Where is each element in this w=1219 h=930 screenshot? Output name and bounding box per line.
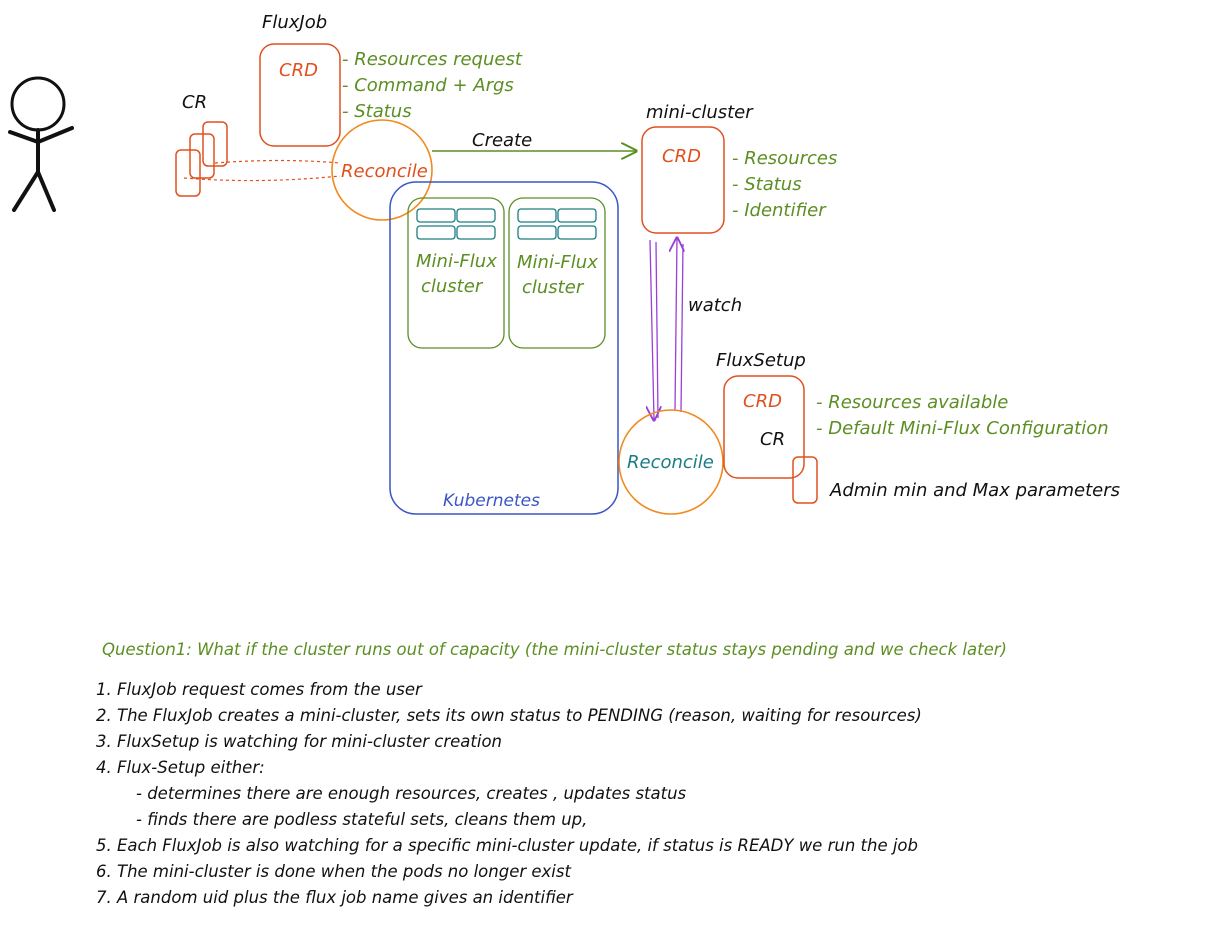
list-item: 2. The FluxJob creates a mini-cluster, s… [96, 706, 922, 725]
fluxjob-prop-status: - Status [342, 101, 412, 122]
architecture-diagram: FluxJob CRD - Resources request - Comman… [8, 12, 1120, 515]
reconcile-top-label: Reconcile [341, 161, 428, 182]
kubernetes-label: Kubernetes [443, 491, 540, 511]
list-item: 6. The mini-cluster is done when the pod… [96, 862, 571, 881]
cr-boxes [175, 121, 228, 197]
list-item: 5. Each FluxJob is also watching for a s… [96, 836, 919, 855]
mini-flux-cluster-a [407, 197, 505, 349]
fluxsetup-cr-box [792, 456, 818, 504]
fluxsetup-crd-label: CRD [743, 391, 782, 412]
list-item: 4. Flux-Setup either: [96, 758, 265, 777]
minicluster-crd-label: CRD [662, 146, 701, 167]
question-text: Question1: What if the cluster runs out … [102, 640, 1007, 659]
fluxjob-crd-box [259, 43, 341, 147]
fluxsetup-prop-config: - Default Mini-Flux Configuration [816, 418, 1109, 439]
minicluster-title: mini-cluster [646, 102, 754, 123]
fluxjob-crd-label: CRD [279, 60, 318, 81]
notes-section: Question1: What if the cluster runs out … [96, 640, 1211, 911]
cr-label: CR [182, 92, 207, 113]
minicluster-prop-resources: - Resources [732, 148, 837, 169]
fluxsetup-admin-note: Admin min and Max parameters [829, 480, 1120, 501]
watch-label: watch [688, 295, 742, 316]
list-item: 1. FluxJob request comes from the user [96, 680, 422, 699]
kubernetes-box [389, 181, 619, 515]
watch-arrows [650, 238, 683, 420]
list-item: 7. A random uid plus the flux job name g… [96, 888, 573, 907]
minicluster-crd-box [641, 126, 725, 234]
cluster-b-label-line1: Mini-Flux [517, 252, 598, 273]
cluster-a-label-line1: Mini-Flux [416, 251, 497, 272]
fluxjob-prop-resources: - Resources request [342, 49, 523, 70]
fluxjob-title: FluxJob [262, 12, 327, 33]
list-subitem: - finds there are podless stateful sets,… [136, 810, 588, 829]
cluster-b-label-line2: cluster [522, 277, 585, 298]
mini-flux-cluster-b [508, 197, 606, 349]
minicluster-prop-status: - Status [732, 174, 802, 195]
list-subitem: - determines there are enough resources,… [136, 784, 687, 803]
reconcile-top-circle [331, 119, 433, 221]
fluxsetup-crd-box [723, 375, 805, 479]
reconcile-bottom-circle [618, 409, 724, 515]
create-label: Create [472, 130, 532, 151]
reconcile-bottom-label: Reconcile [627, 452, 714, 473]
minicluster-prop-identifier: - Identifier [732, 200, 827, 221]
cluster-a-label-line2: cluster [421, 276, 484, 297]
cluster-a-nodes [416, 208, 496, 240]
stick-figure-icon [8, 76, 74, 212]
fluxjob-prop-command: - Command + Args [342, 75, 514, 96]
fluxsetup-cr-label: CR [760, 429, 785, 450]
cluster-b-nodes [517, 208, 597, 240]
list-item: 3. FluxSetup is watching for mini-cluste… [96, 732, 503, 751]
fluxsetup-prop-resources: - Resources available [816, 392, 1008, 413]
cr-reconcile-dotted-link [183, 159, 341, 182]
fluxsetup-title: FluxSetup [716, 350, 806, 371]
